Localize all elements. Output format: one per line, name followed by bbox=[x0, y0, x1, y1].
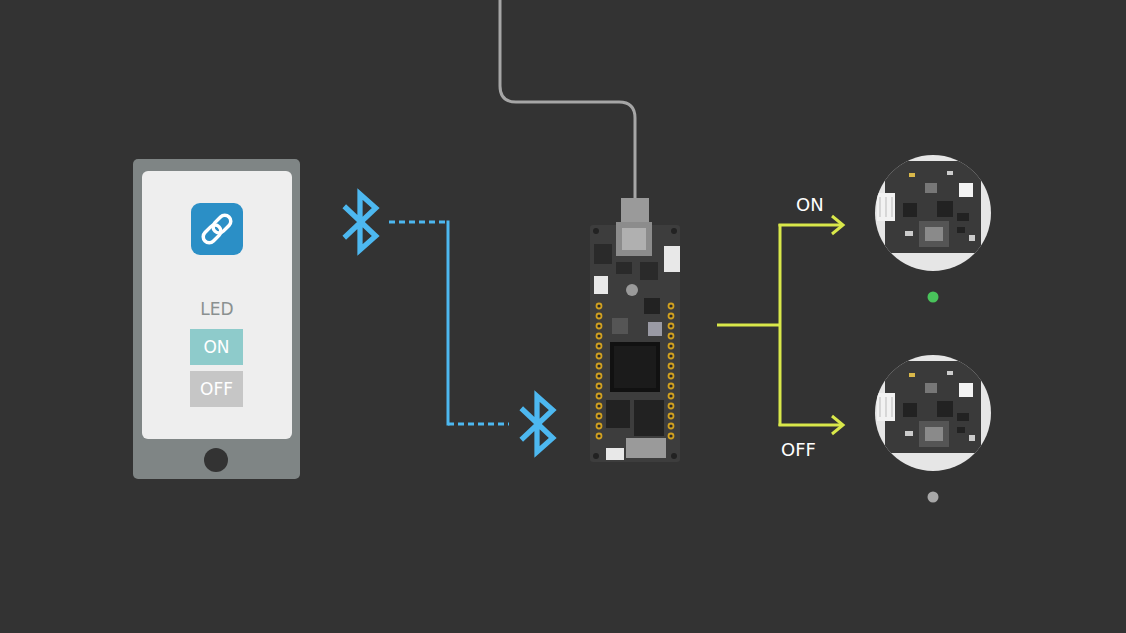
led-board-on-part bbox=[928, 292, 939, 303]
bluetooth-link-part bbox=[344, 194, 376, 250]
arduino-board-part-part bbox=[597, 354, 602, 359]
arduino-board-part bbox=[594, 276, 608, 294]
arduino-board-part bbox=[622, 228, 646, 250]
output-arrows-part bbox=[779, 224, 782, 426]
usb-cable-part bbox=[500, 0, 635, 200]
bluetooth-link-part bbox=[521, 396, 553, 452]
arduino-board-part-part bbox=[597, 414, 602, 419]
phone-body bbox=[133, 159, 300, 479]
arduino-board-part-part bbox=[669, 314, 674, 319]
led-board-off-part-part bbox=[873, 353, 993, 473]
phone-body-part bbox=[133, 159, 300, 479]
state-label: OFF bbox=[781, 439, 816, 460]
arduino-board-part bbox=[606, 448, 624, 460]
screen-heading: LED bbox=[142, 299, 292, 319]
arduino-board-part-part bbox=[597, 394, 602, 399]
state-label: ON bbox=[796, 194, 824, 215]
link-symbol-part bbox=[211, 213, 234, 236]
bluetooth-link-part bbox=[448, 423, 509, 426]
arduino-board-part bbox=[593, 453, 599, 459]
arduino-board-part-part bbox=[597, 304, 602, 309]
arduino-board-part-part bbox=[669, 324, 674, 329]
arduino-board-part-part bbox=[597, 424, 602, 429]
led-board-off-part bbox=[873, 353, 993, 473]
arduino-board-part bbox=[626, 284, 638, 296]
led-board-off bbox=[873, 353, 993, 503]
arduino-board-part-part bbox=[597, 334, 602, 339]
arduino-board bbox=[590, 222, 680, 462]
arduino-board-part-part bbox=[669, 394, 674, 399]
arduino-board-part bbox=[597, 304, 674, 439]
output-arrows-part bbox=[832, 416, 843, 434]
button-label: ON bbox=[203, 337, 229, 357]
output-arrows-part bbox=[832, 216, 843, 234]
output-arrows bbox=[717, 216, 843, 434]
arduino-board-part-part bbox=[669, 304, 674, 309]
arduino-board-part bbox=[626, 438, 666, 458]
on-button: ON bbox=[190, 329, 243, 365]
arduino-board-part-part bbox=[597, 404, 602, 409]
arduino-board-part bbox=[614, 346, 656, 388]
arduino-board-part-part bbox=[669, 334, 674, 339]
arduino-board-part bbox=[671, 453, 677, 459]
arduino-board-part-part bbox=[597, 324, 602, 329]
arduino-board-part-part bbox=[597, 344, 602, 349]
arduino-board-part bbox=[616, 222, 652, 256]
button-label: OFF bbox=[200, 379, 233, 399]
arduino-board-part bbox=[640, 262, 658, 280]
arduino-board-part-part bbox=[669, 374, 674, 379]
output-arrows-part bbox=[779, 424, 843, 427]
arduino-board-part-part bbox=[669, 364, 674, 369]
arduino-board-part bbox=[610, 342, 660, 392]
arduino-board-part bbox=[644, 298, 660, 314]
arduino-board-part bbox=[648, 322, 662, 336]
app-icon-bg bbox=[191, 203, 243, 255]
bluetooth-link bbox=[344, 194, 553, 452]
arduino-board-part bbox=[612, 318, 628, 334]
bluetooth-link-part bbox=[389, 221, 448, 224]
led-board-on bbox=[873, 153, 993, 303]
arduino-board-part bbox=[606, 400, 630, 428]
phone-body-part bbox=[204, 448, 228, 472]
arduino-board-part-part bbox=[669, 404, 674, 409]
arduino-board-part-part bbox=[669, 384, 674, 389]
arduino-board-part-part bbox=[669, 434, 674, 439]
arduino-board-part-part bbox=[669, 414, 674, 419]
off-button: OFF bbox=[190, 371, 243, 407]
arduino-board-part-part bbox=[669, 424, 674, 429]
led-board-off-part bbox=[928, 492, 939, 503]
arduino-board-part-part bbox=[597, 384, 602, 389]
led-board-on-part bbox=[873, 153, 993, 273]
bluetooth-link-part bbox=[447, 221, 450, 426]
arduino-board-part-part bbox=[597, 364, 602, 369]
arduino-board-part bbox=[590, 225, 680, 462]
arduino-board-part-part bbox=[669, 354, 674, 359]
led-board-on-part-part bbox=[873, 153, 993, 273]
phone-screen: LED ON OFF bbox=[142, 171, 292, 439]
arduino-board-part bbox=[664, 246, 680, 272]
output-arrows-part bbox=[779, 224, 843, 227]
link-symbol bbox=[201, 213, 234, 246]
app-icon bbox=[191, 203, 243, 255]
arduino-board-part bbox=[593, 228, 599, 234]
usb-cable bbox=[500, 0, 649, 228]
arduino-board-part-part bbox=[597, 374, 602, 379]
arduino-board-part-part bbox=[597, 314, 602, 319]
arduino-board-part bbox=[594, 244, 612, 264]
arduino-board-part-part bbox=[597, 434, 602, 439]
arduino-board-part-part bbox=[669, 344, 674, 349]
arduino-board-part bbox=[634, 400, 664, 436]
arduino-board-part bbox=[671, 228, 677, 234]
output-arrows-part bbox=[717, 324, 780, 327]
arduino-board-part bbox=[616, 262, 632, 274]
